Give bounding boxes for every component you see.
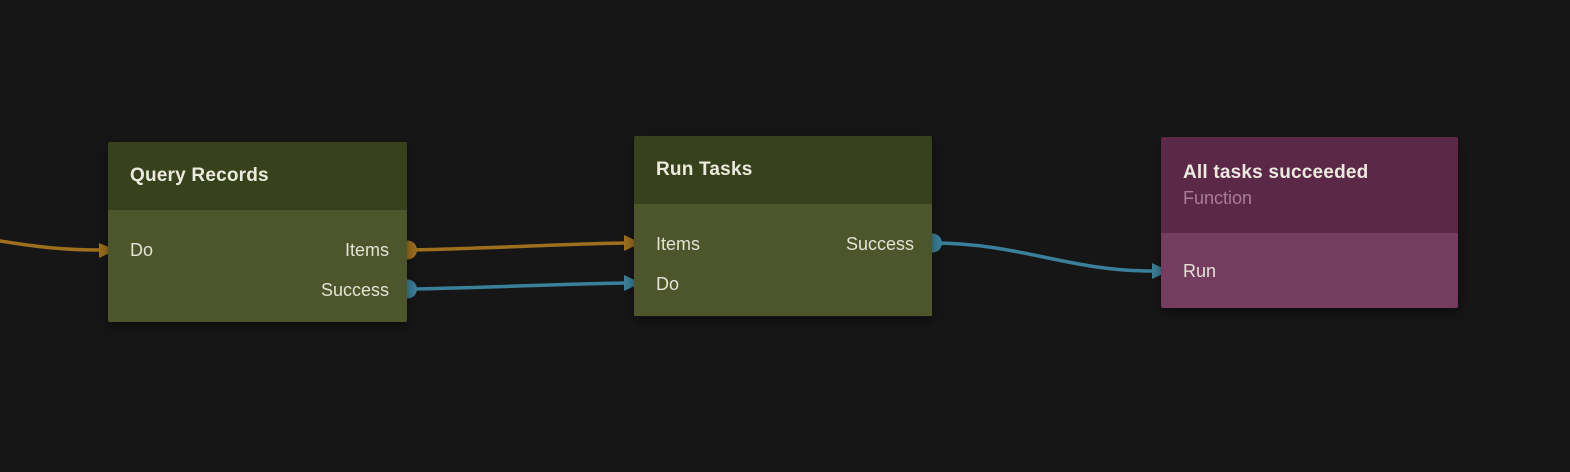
port-row: Do: [634, 264, 932, 304]
arrowhead-query-do-icon: [99, 243, 116, 258]
port-output-success[interactable]: Success: [845, 234, 914, 254]
arrowhead-function-run-icon: [1152, 263, 1169, 279]
arrowhead-run-items-icon: [624, 235, 641, 251]
node-run-tasks-body: Items Success Do: [634, 204, 932, 316]
port-row: Do Items: [108, 230, 407, 270]
port-input-do[interactable]: Do: [130, 240, 154, 260]
node-title: Query Records: [130, 165, 269, 187]
node-subtitle: Function: [1183, 187, 1253, 208]
node-run-tasks[interactable]: Run Tasks Items Success Do: [634, 136, 932, 317]
port-input-items[interactable]: Items: [656, 234, 701, 254]
node-title: Run Tasks: [656, 159, 753, 181]
port-input-do[interactable]: Do: [656, 274, 680, 294]
node-query-records-header: Query Records: [108, 142, 407, 210]
node-run-tasks-header: Run Tasks: [634, 136, 932, 204]
node-query-records[interactable]: Query Records Do Items Success: [108, 142, 407, 322]
edge-run-success-to-function-run[interactable]: [930, 241, 1154, 273]
port-row: Success: [108, 270, 407, 310]
node-title: All tasks succeeded: [1183, 162, 1369, 184]
edge-offscreen-to-query-do[interactable]: [0, 239, 102, 252]
port-input-run[interactable]: Run: [1183, 261, 1217, 281]
edge-query-items-to-run-items[interactable]: [405, 241, 626, 252]
node-all-tasks-succeeded-header: All tasks succeeded Function: [1161, 137, 1458, 233]
port-row: Items Success: [634, 224, 932, 264]
arrowhead-run-do-icon: [624, 275, 641, 291]
node-all-tasks-succeeded-body: Run: [1161, 233, 1458, 308]
node-all-tasks-succeeded[interactable]: All tasks succeeded Function Run: [1161, 137, 1458, 308]
port-row: Run: [1161, 251, 1458, 291]
node-query-records-body: Do Items Success: [108, 210, 407, 322]
port-output-success[interactable]: Success: [320, 280, 389, 300]
port-output-items[interactable]: Items: [344, 240, 389, 260]
edge-query-success-to-run-do[interactable]: [405, 281, 626, 291]
